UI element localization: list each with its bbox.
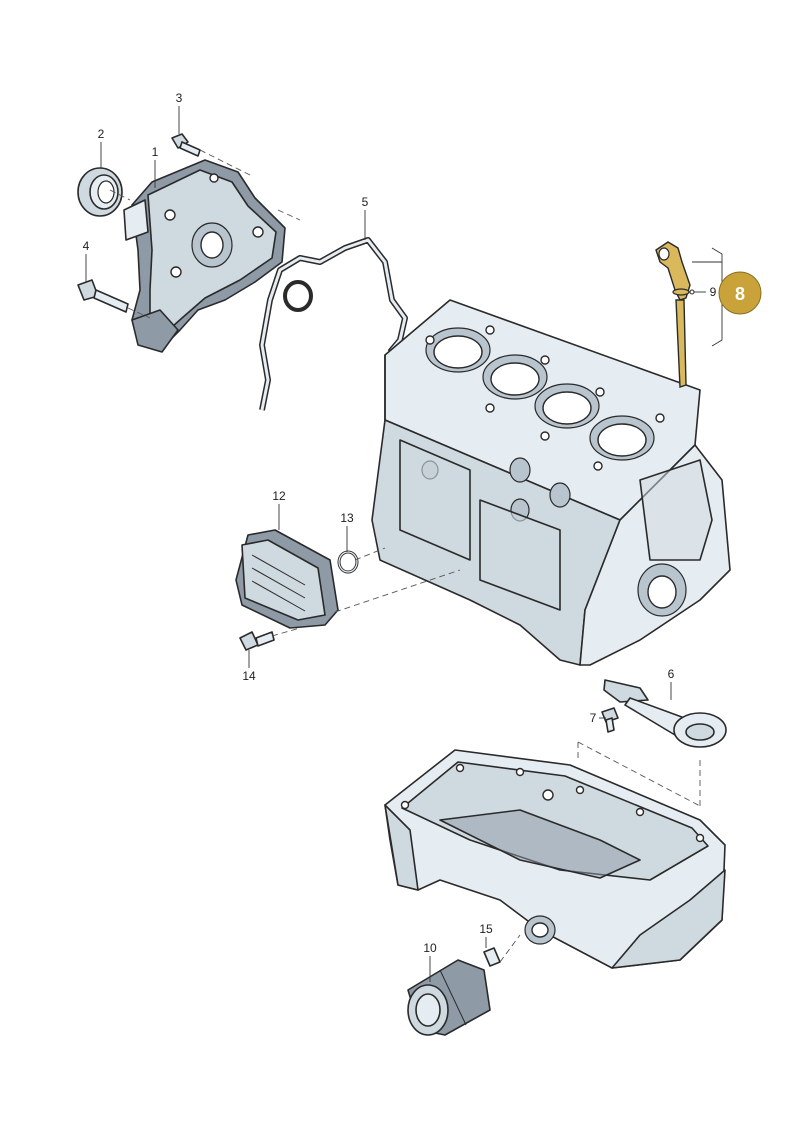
callout-8-badge: 8 — [718, 271, 762, 315]
dowel-part — [483, 947, 501, 967]
bolt-14-part — [239, 631, 275, 651]
callout-14: 14 — [242, 669, 256, 683]
callout-10: 10 — [423, 941, 437, 955]
oil-pan-part — [384, 749, 726, 969]
oil-cooler-part — [235, 529, 339, 629]
seal-ring-part — [77, 167, 123, 217]
callout-1: 1 — [152, 145, 159, 159]
oil-pickup-part — [603, 679, 727, 748]
callout-5: 5 — [362, 195, 369, 209]
callout-leaders — [85, 106, 672, 982]
assembly-lines — [109, 149, 701, 963]
callout-2: 2 — [98, 127, 105, 141]
callout-4: 4 — [83, 239, 90, 253]
gasket-part — [259, 237, 408, 411]
oil-filter-part — [407, 959, 491, 1036]
engine-block-part — [371, 299, 731, 666]
callout-13: 13 — [340, 511, 354, 525]
dipstick-bracket — [689, 247, 723, 347]
callout-12: 12 — [272, 489, 286, 503]
bolt-7-part — [601, 707, 619, 733]
callout-6: 6 — [668, 667, 675, 681]
dipstick-part — [655, 241, 691, 388]
callout-15: 15 — [479, 922, 493, 936]
callout-8: 8 — [735, 284, 745, 304]
callout-3: 3 — [176, 91, 183, 105]
bolt-3-part — [171, 133, 201, 157]
callout-9: 9 — [710, 285, 717, 299]
callout-labels: 1 2 3 4 5 6 7 9 10 12 13 14 15 — [83, 91, 717, 955]
bolt-4-part — [77, 279, 129, 313]
oil-pump-part — [123, 159, 286, 353]
o-ring-part — [337, 550, 359, 574]
callout-7: 7 — [590, 711, 597, 725]
